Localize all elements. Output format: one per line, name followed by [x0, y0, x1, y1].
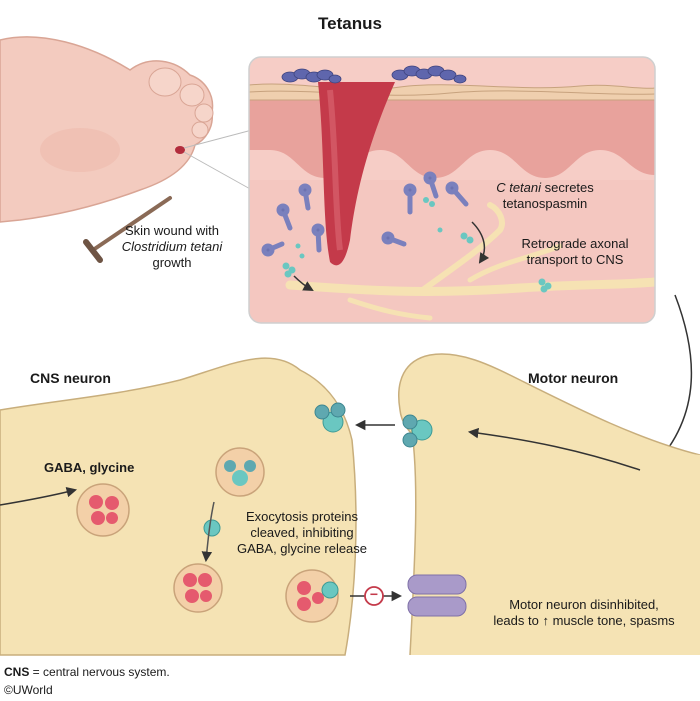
- label-skin-wound: Skin wound with Clostridium tetani growt…: [108, 223, 236, 271]
- bacteria-rods: [261, 171, 469, 257]
- vesicle-with-toxin: [215, 447, 265, 497]
- cleaved-toxin: [203, 519, 221, 537]
- label-skin-wound-line1: Skin wound with: [125, 223, 219, 238]
- copyright: ©UWorld: [4, 683, 53, 697]
- label-retrograde-line2: transport to CNS: [526, 252, 624, 267]
- footnote-abbreviation: CNS = central nervous system.: [4, 665, 170, 679]
- label-exocytosis: Exocytosis proteins cleaved, inhibiting …: [222, 509, 382, 557]
- label-exocytosis-line1: Exocytosis proteins: [246, 509, 358, 524]
- arrow-exocytosis: [201, 501, 215, 563]
- arrow-toxin-into-axon: [471, 221, 490, 264]
- label-motor-neuron: Motor neuron: [528, 370, 619, 386]
- diagram-title: Tetanus: [318, 14, 382, 33]
- footnote-abbr: CNS: [4, 665, 30, 679]
- label-skin-wound-line3: growth: [152, 255, 192, 270]
- label-secretes-species: C tetani: [496, 180, 542, 195]
- glycine-receptor: [407, 574, 467, 617]
- wound-spot: [175, 146, 185, 154]
- label-disinhibited-line1: Motor neuron disinhibited,: [509, 597, 659, 612]
- toxin-at-motor-terminal: [402, 414, 433, 448]
- gaba-vesicle-1: [76, 483, 130, 537]
- label-disinhibited-line2: leads to ↑ muscle tone, spasms: [493, 613, 675, 628]
- arrow-retrograde-motor: [467, 427, 641, 471]
- bacteria-colonies: [281, 65, 467, 84]
- label-exocytosis-line3: GABA, glycine release: [236, 541, 368, 556]
- label-disinhibited: Motor neuron disinhibited, leads to ↑ mu…: [474, 597, 694, 629]
- foot-illustration: [0, 36, 214, 223]
- zoom-lines: [183, 129, 253, 191]
- footnote-definition: = central nervous system.: [29, 665, 170, 679]
- label-cns-neuron: CNS neuron: [30, 370, 111, 386]
- gaba-vesicle-2: [173, 563, 223, 613]
- arrow-toxin-uptake: [293, 275, 314, 292]
- toxin-particles: [282, 197, 552, 293]
- inhibit-icon: [364, 586, 384, 606]
- label-exocytosis-line2: cleaved, inhibiting: [250, 525, 354, 540]
- label-retrograde-line1: Retrograde axonal: [521, 236, 629, 251]
- label-retrograde: Retrograde axonal transport to CNS: [510, 236, 640, 268]
- cns-neuron: [0, 357, 357, 656]
- gaba-vesicle-3: [285, 569, 339, 623]
- label-secretes-line2: tetanospasmin: [502, 196, 588, 211]
- toxin-at-cns-terminal: [314, 402, 346, 433]
- label-secretes: C tetani secretes tetanospasmin: [475, 180, 615, 212]
- label-gaba-glycine: GABA, glycine: [44, 460, 135, 475]
- label-secretes-rest: secretes: [541, 180, 594, 195]
- inhibit-symbol: −: [369, 586, 379, 602]
- rusty-nail: [83, 196, 172, 263]
- arrow-into-cns-neuron: [0, 486, 78, 506]
- skin-inset-frame: [248, 56, 656, 324]
- label-skin-wound-species: Clostridium tetani: [121, 239, 223, 254]
